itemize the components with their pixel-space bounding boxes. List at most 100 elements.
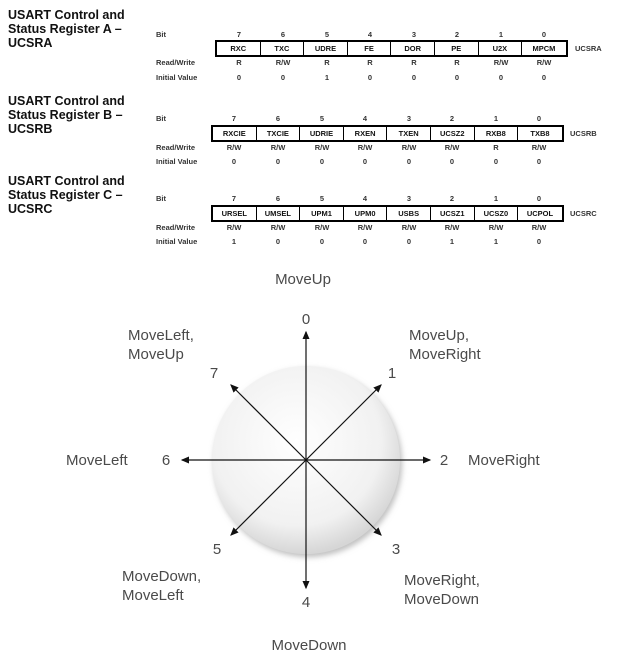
initial-value: 0 — [536, 237, 542, 246]
bit-number: 6 — [280, 30, 286, 39]
rw-value: R — [493, 143, 499, 152]
bit-cell: UMSEL — [257, 207, 301, 220]
initial-value: 1 — [493, 237, 499, 246]
bit-number: 7 — [231, 114, 237, 123]
bit-cell: RXEN — [344, 127, 388, 140]
bit-cell: USBS — [387, 207, 431, 220]
bit-number: 7 — [236, 30, 242, 39]
bit-cell: TXCIE — [257, 127, 301, 140]
bit-cell: UPM0 — [344, 207, 388, 220]
register-title: USART Control and Status Register C – UC… — [8, 174, 125, 216]
bit-number: 2 — [449, 194, 455, 203]
register-cells: RXCIE TXCIE UDRIE RXEN TXEN UCSZ2 RXB8 T… — [211, 125, 564, 142]
direction-dial: 0 1 2 3 4 5 6 7 MoveUp MoveDown MoveLeft… — [66, 271, 541, 654]
register-name: UCSRC — [570, 209, 597, 218]
rw-value: R — [411, 58, 417, 67]
read-write-label: Read/Write — [156, 58, 196, 67]
initial-value-label: Initial Value — [156, 157, 198, 166]
initial-value: 0 — [454, 73, 460, 82]
bit-cell: UDRIE — [300, 127, 344, 140]
bit-cell: TXB8 — [530, 129, 550, 138]
bit-number: 1 — [498, 30, 504, 39]
label-move-up-right-line1: MoveUp, — [409, 327, 469, 344]
bit-label: Bit — [156, 30, 166, 39]
label-move-up-right-line2: MoveRight — [409, 346, 482, 363]
initial-value: 0 — [231, 157, 237, 166]
bit-cell: UCSZ2 — [431, 127, 475, 140]
bit-number: 6 — [275, 194, 281, 203]
bit-number: 3 — [411, 30, 417, 39]
rw-value: R/W — [536, 58, 552, 67]
rw-value: R/W — [275, 58, 291, 67]
rw-value: R/W — [488, 223, 504, 232]
register-title: USART Control and Status Register B – UC… — [8, 94, 125, 136]
initial-value: 0 — [236, 73, 242, 82]
bit-number: 4 — [362, 194, 368, 203]
bit-label: Bit — [156, 114, 166, 123]
rw-value: R/W — [357, 223, 373, 232]
bit-cell: UDRE — [304, 42, 348, 55]
register-cells: RXC TXC UDRE FE DOR PE U2X MPCM — [215, 40, 568, 57]
bit-number: 5 — [324, 30, 330, 39]
direction-number-5: 5 — [213, 541, 221, 558]
bit-number: 4 — [367, 30, 373, 39]
initial-value: 0 — [319, 237, 325, 246]
rw-value: R/W — [270, 143, 286, 152]
initial-value: 0 — [406, 157, 412, 166]
read-write-label: Read/Write — [156, 143, 196, 152]
bit-number: 3 — [406, 194, 412, 203]
initial-value: 0 — [536, 157, 542, 166]
bit-number: 6 — [275, 114, 281, 123]
bit-cell: DOR — [391, 42, 435, 55]
initial-value: 0 — [493, 157, 499, 166]
rw-value: R/W — [270, 223, 286, 232]
rw-value: R/W — [401, 143, 417, 152]
bit-number: 5 — [319, 194, 325, 203]
rw-value: R — [367, 58, 373, 67]
direction-number-2: 2 — [440, 452, 448, 469]
register-name: UCSRB — [570, 129, 597, 138]
initial-value: 0 — [319, 157, 325, 166]
label-move-down-left-line1: MoveDown, — [122, 568, 201, 585]
rw-value: R/W — [401, 223, 417, 232]
bit-cell: URSEL — [213, 207, 257, 220]
label-move-left: MoveLeft — [66, 452, 129, 469]
register-name: UCSRA — [575, 44, 602, 53]
arrow-down-left — [230, 459, 307, 536]
bit-cell: RXC — [217, 42, 261, 55]
bit-cell: PE — [435, 42, 479, 55]
arrow-up-right — [305, 384, 382, 461]
bit-number: 0 — [536, 194, 542, 203]
direction-number-1: 1 — [388, 365, 396, 382]
rw-value: R/W — [444, 223, 460, 232]
register-ucsra: USART Control and Status Register A – UC… — [0, 8, 620, 88]
rw-value: R/W — [226, 143, 242, 152]
direction-number-7: 7 — [210, 365, 218, 382]
register-cells: URSEL UMSEL UPM1 UPM0 USBS UCSZ1 UCSZ0 U… — [211, 205, 564, 222]
initial-value: 0 — [362, 237, 368, 246]
bit-number: 7 — [231, 194, 237, 203]
rw-value: R — [236, 58, 242, 67]
read-write-label: Read/Write — [156, 223, 196, 232]
register-title: USART Control and Status Register A – UC… — [8, 8, 125, 50]
bit-cell: UPM1 — [300, 207, 344, 220]
bit-number: 3 — [406, 114, 412, 123]
bit-number: 2 — [454, 30, 460, 39]
direction-number-0: 0 — [302, 311, 310, 328]
bit-number: 0 — [541, 30, 547, 39]
rw-value: R/W — [226, 223, 242, 232]
initial-value-label: Initial Value — [156, 237, 198, 246]
bit-number: 4 — [362, 114, 368, 123]
rw-value: R/W — [493, 58, 509, 67]
bit-number: 2 — [449, 114, 455, 123]
label-move-up: MoveUp — [275, 271, 331, 288]
bit-cell: FE — [348, 42, 392, 55]
initial-value: 1 — [449, 237, 455, 246]
initial-value: 0 — [541, 73, 547, 82]
label-move-down-left-line2: MoveLeft — [122, 587, 185, 604]
bit-number: 1 — [493, 194, 499, 203]
label-move-down: MoveDown — [271, 637, 346, 654]
bit-cell: UCSZ1 — [431, 207, 475, 220]
bit-cell: UCSZ0 — [475, 207, 519, 220]
rw-value: R — [454, 58, 460, 67]
